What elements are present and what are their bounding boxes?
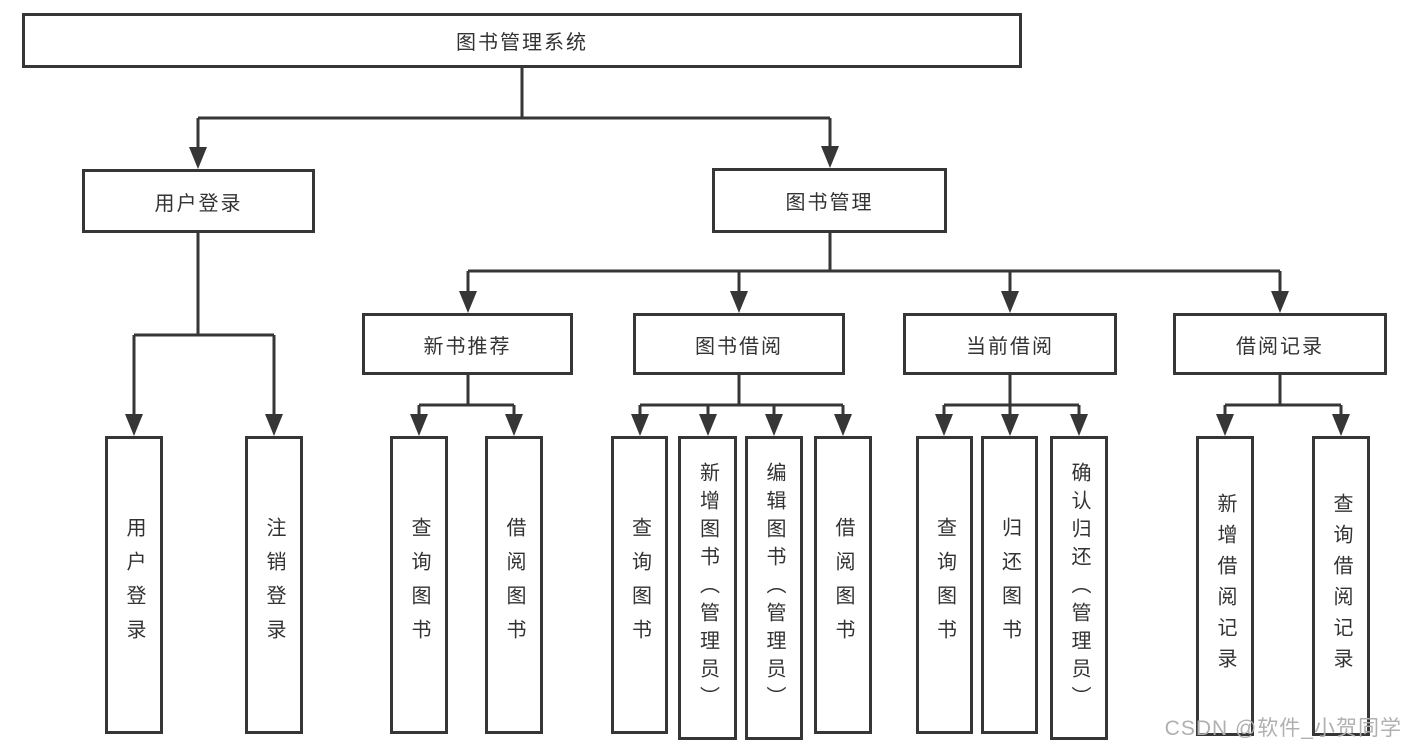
node-query-books-1: 查询图书 — [390, 436, 448, 734]
arrowhead-icon — [935, 414, 953, 436]
node-label: 新增图书（管理员） — [696, 462, 719, 714]
node-label: 归还图书 — [998, 517, 1021, 653]
node-edit-book-admin: 编辑图书（管理员） — [745, 436, 803, 740]
arrowhead-icon — [410, 414, 428, 436]
arrowhead-icon — [821, 146, 839, 168]
arrowhead-icon — [1271, 291, 1289, 313]
arrowhead-icon — [631, 414, 649, 436]
arrowhead-icon — [1001, 291, 1019, 313]
arrowhead-icon — [189, 147, 207, 169]
node-query-books-2: 查询图书 — [611, 436, 668, 734]
arrowhead-icon — [1070, 414, 1088, 436]
node-user-login-leaf: 用户登录 — [105, 436, 163, 734]
node-borrow-books-2: 借阅图书 — [814, 436, 872, 734]
arrowhead-icon — [834, 414, 852, 436]
node-label: 用户登录 — [154, 192, 243, 215]
node-label: 查询图书 — [933, 517, 956, 653]
connector-new-books-children — [410, 375, 523, 436]
node-label: 查询图书 — [408, 517, 430, 653]
node-borrow-books-1: 借阅图书 — [485, 436, 543, 734]
node-label: 图书借阅 — [695, 335, 783, 358]
connector-book-mgmt-to-level3 — [459, 233, 1289, 313]
node-label: 借阅图书 — [503, 517, 525, 653]
node-user-login: 用户登录 — [82, 169, 315, 233]
node-book-management: 图书管理 — [712, 168, 947, 233]
node-query-books-3: 查询图书 — [916, 436, 973, 734]
node-new-book-recommendation: 新书推荐 — [362, 313, 573, 375]
node-label: 用户登录 — [123, 517, 145, 653]
arrowhead-icon — [1332, 414, 1350, 436]
node-label: 新增借阅记录 — [1214, 493, 1236, 679]
node-label: 新书推荐 — [423, 335, 512, 358]
arrowhead-icon — [265, 414, 283, 436]
node-add-book-admin: 新增图书（管理员） — [678, 436, 737, 740]
arrowhead-icon — [699, 414, 717, 436]
connector-current-borrowing-children — [935, 375, 1088, 436]
arrowhead-icon — [1001, 414, 1019, 436]
csdn-watermark: CSDN @软件_小贺同学 — [1164, 717, 1402, 740]
connector-root-to-level2 — [189, 68, 839, 169]
node-label: 借阅图书 — [832, 517, 854, 653]
node-label: 查询借阅记录 — [1330, 493, 1352, 679]
arrowhead-icon — [505, 414, 523, 436]
node-label: 注销登录 — [263, 517, 285, 653]
node-logout: 注销登录 — [245, 436, 303, 734]
node-book-borrowing: 图书借阅 — [633, 313, 845, 375]
arrowhead-icon — [730, 291, 748, 313]
node-library-management-system: 图书管理系统 — [22, 13, 1022, 68]
node-label: 借阅记录 — [1236, 335, 1324, 358]
node-label: 编辑图书（管理员） — [763, 462, 785, 714]
node-label: 确认归还（管理员） — [1068, 462, 1090, 714]
node-query-borrow-record: 查询借阅记录 — [1312, 436, 1370, 736]
connector-book-borrowing-children — [631, 375, 852, 436]
node-label: 图书管理系统 — [456, 32, 588, 54]
node-label: 当前借阅 — [966, 335, 1054, 358]
node-label: 查询图书 — [628, 517, 651, 653]
connector-borrowing-records-children — [1216, 375, 1350, 436]
connector-user-login-children — [125, 233, 283, 436]
node-return-books: 归还图书 — [981, 436, 1038, 734]
arrowhead-icon — [125, 414, 143, 436]
node-label: 图书管理 — [785, 192, 874, 214]
node-confirm-return-admin: 确认归还（管理员） — [1050, 436, 1108, 740]
arrowhead-icon — [459, 291, 477, 313]
arrowhead-icon — [765, 414, 783, 436]
node-add-borrow-record: 新增借阅记录 — [1196, 436, 1254, 736]
node-current-borrowing: 当前借阅 — [903, 313, 1117, 375]
node-borrowing-records: 借阅记录 — [1173, 313, 1387, 375]
arrowhead-icon — [1216, 414, 1234, 436]
